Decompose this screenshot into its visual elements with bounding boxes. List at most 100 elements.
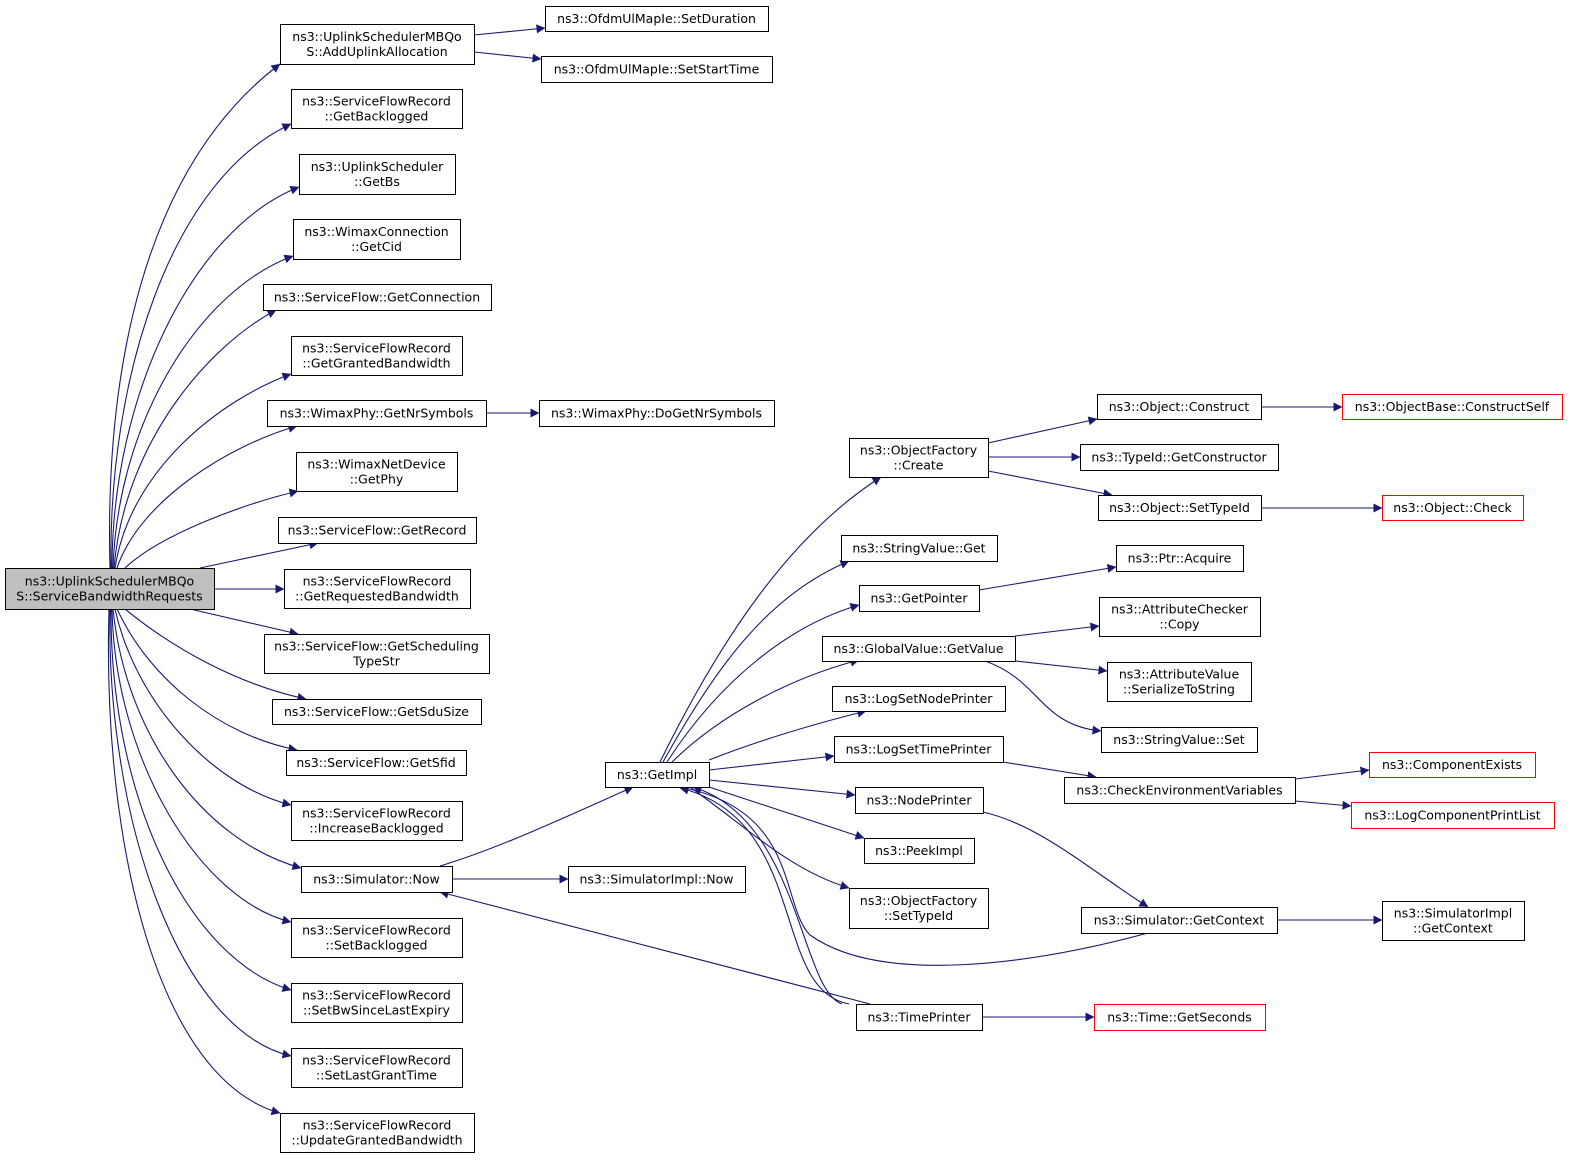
function-node-simGetCtx[interactable]: ns3::Simulator::GetContext bbox=[1081, 907, 1278, 934]
function-node-timeGetSec[interactable]: ns3::Time::GetSeconds bbox=[1094, 1004, 1266, 1031]
function-node-getBacklogged[interactable]: ns3::ServiceFlowRecord::GetBacklogged bbox=[291, 89, 463, 129]
function-node-attrCopy[interactable]: ns3::AttributeChecker::Copy bbox=[1099, 597, 1261, 637]
node-box bbox=[291, 983, 463, 1023]
function-node-addUplink[interactable]: ns3::UplinkSchedulerMBQoS::AddUplinkAllo… bbox=[280, 24, 475, 65]
call-edge-root-to-updateGranted bbox=[107, 608, 281, 1116]
function-node-doGetNrSymbols[interactable]: ns3::WimaxPhy::DoGetNrSymbols bbox=[539, 400, 775, 427]
function-node-updateGranted[interactable]: ns3::ServiceFlowRecord::UpdateGrantedBan… bbox=[280, 1113, 475, 1153]
call-edge-ofCreate-to-objSetTypeId bbox=[987, 470, 1113, 498]
node-label-line: TypeStr bbox=[352, 654, 401, 669]
function-node-objSetTypeId[interactable]: ns3::Object::SetTypeId bbox=[1098, 495, 1262, 521]
function-node-getPointer[interactable]: ns3::GetPointer bbox=[859, 585, 980, 612]
function-node-simImplGetCtx[interactable]: ns3::SimulatorImpl::GetContext bbox=[1382, 901, 1525, 941]
function-node-attrSer[interactable]: ns3::AttributeValue::SerializeToString bbox=[1107, 662, 1252, 702]
function-node-strGet[interactable]: ns3::StringValue::Get bbox=[841, 535, 998, 562]
node-box bbox=[1099, 597, 1261, 637]
call-edge-root-to-addUplink bbox=[109, 63, 281, 569]
function-node-timePrinter[interactable]: ns3::TimePrinter bbox=[856, 1004, 983, 1031]
node-box bbox=[849, 438, 989, 478]
call-edge-getImpl-to-logTime bbox=[708, 752, 835, 771]
node-label-line: ns3::Object::Check bbox=[1393, 500, 1512, 515]
function-node-typeIdCtor[interactable]: ns3::TypeId::GetConstructor bbox=[1080, 444, 1279, 471]
function-node-logNode[interactable]: ns3::LogSetNodePrinter bbox=[832, 686, 1006, 712]
function-node-peekImpl[interactable]: ns3::PeekImpl bbox=[864, 838, 975, 864]
node-label-line: ns3::WimaxPhy::DoGetNrSymbols bbox=[551, 406, 762, 421]
function-node-getNrSymbols[interactable]: ns3::WimaxPhy::GetNrSymbols bbox=[267, 400, 487, 427]
node-box bbox=[822, 636, 1016, 662]
function-node-ptrAcquire[interactable]: ns3::Ptr::Acquire bbox=[1116, 545, 1244, 572]
call-edge-root-to-getSfid bbox=[116, 608, 298, 753]
node-label-line: ns3::ServiceFlowRecord bbox=[302, 94, 451, 109]
node-box bbox=[291, 801, 463, 841]
call-edge-root-to-getGranted bbox=[114, 372, 292, 569]
node-box bbox=[855, 787, 984, 814]
function-node-constructSelf[interactable]: ns3::ObjectBase::ConstructSelf bbox=[1342, 394, 1563, 420]
function-node-getBs[interactable]: ns3::UplinkScheduler::GetBs bbox=[299, 154, 456, 195]
node-label-line: ::IncreaseBacklogged bbox=[309, 821, 443, 836]
node-label-line: ns3::GetImpl bbox=[617, 767, 697, 782]
node-box bbox=[267, 400, 487, 427]
node-box bbox=[864, 838, 975, 864]
node-box bbox=[834, 736, 1004, 763]
node-box bbox=[1101, 727, 1258, 753]
function-node-getGranted[interactable]: ns3::ServiceFlowRecord::GetGrantedBandwi… bbox=[291, 336, 463, 376]
function-node-getPhy[interactable]: ns3::WimaxNetDevice::GetPhy bbox=[296, 452, 458, 492]
node-label-line: ns3::ServiceFlowRecord bbox=[303, 574, 452, 589]
node-box bbox=[1107, 662, 1252, 702]
node-box bbox=[1081, 907, 1278, 934]
function-node-objCheck[interactable]: ns3::Object::Check bbox=[1382, 495, 1524, 521]
call-edge-getImpl-to-ofCreate bbox=[659, 476, 882, 763]
node-box bbox=[541, 56, 773, 83]
node-box bbox=[1116, 545, 1244, 572]
node-label-line: S::AddUplinkAllocation bbox=[306, 44, 447, 59]
function-node-setBwSince[interactable]: ns3::ServiceFlowRecord::SetBwSinceLastEx… bbox=[291, 983, 463, 1023]
function-node-strSet[interactable]: ns3::StringValue::Set bbox=[1101, 727, 1258, 753]
function-node-getSduSize[interactable]: ns3::ServiceFlow::GetSduSize bbox=[272, 699, 482, 725]
call-edge-root-to-getRecord bbox=[199, 540, 319, 569]
function-node-checkEnv[interactable]: ns3::CheckEnvironmentVariables bbox=[1064, 777, 1296, 804]
call-edge-root-to-getSduSize bbox=[124, 608, 307, 702]
function-node-setLastGrant[interactable]: ns3::ServiceFlowRecord::SetLastGrantTime bbox=[291, 1048, 463, 1088]
node-box bbox=[301, 866, 453, 893]
function-node-getConnection[interactable]: ns3::ServiceFlow::GetConnection bbox=[263, 284, 492, 311]
function-node-incBacklogged[interactable]: ns3::ServiceFlowRecord::IncreaseBacklogg… bbox=[291, 801, 463, 841]
node-label-line: ns3::WimaxNetDevice bbox=[307, 457, 446, 472]
node-label-line: ns3::Object::Construct bbox=[1109, 399, 1250, 414]
function-node-logCompPrint[interactable]: ns3::LogComponentPrintList bbox=[1351, 802, 1555, 829]
function-node-simNow[interactable]: ns3::Simulator::Now bbox=[301, 866, 453, 893]
node-box bbox=[1382, 495, 1524, 521]
function-node-setBacklogged[interactable]: ns3::ServiceFlowRecord::SetBacklogged bbox=[291, 918, 463, 958]
function-node-setStartTime[interactable]: ns3::OfdmUlMapIe::SetStartTime bbox=[541, 56, 773, 83]
node-label-line: ns3::OfdmUlMapIe::SetStartTime bbox=[554, 62, 760, 77]
function-node-logTime[interactable]: ns3::LogSetTimePrinter bbox=[834, 736, 1004, 763]
function-node-getRequested[interactable]: ns3::ServiceFlowRecord::GetRequestedBand… bbox=[284, 569, 471, 609]
call-edge-logTime-to-checkEnv bbox=[1002, 761, 1097, 781]
call-edge-getImpl-to-gvGetValue bbox=[671, 657, 860, 763]
function-node-simImplNow[interactable]: ns3::SimulatorImpl::Now bbox=[568, 866, 746, 893]
function-node-getRecord[interactable]: ns3::ServiceFlow::GetRecord bbox=[278, 517, 477, 544]
call-edge-root-to-setLastGrant bbox=[109, 608, 292, 1059]
function-node-setDuration[interactable]: ns3::OfdmUlMapIe::SetDuration bbox=[545, 6, 769, 32]
function-node-root[interactable]: ns3::UplinkSchedulerMBQoS::ServiceBandwi… bbox=[5, 568, 215, 610]
function-node-nodePrinter[interactable]: ns3::NodePrinter bbox=[855, 787, 984, 814]
call-edge-root-to-incBacklogged bbox=[114, 608, 292, 808]
function-node-objConstruct[interactable]: ns3::Object::Construct bbox=[1097, 394, 1262, 420]
node-box bbox=[5, 568, 215, 610]
function-node-compExists[interactable]: ns3::ComponentExists bbox=[1369, 752, 1536, 778]
node-box bbox=[832, 686, 1006, 712]
node-box bbox=[280, 24, 475, 65]
node-label-line: ns3::StringValue::Get bbox=[852, 541, 985, 556]
function-node-ofCreate[interactable]: ns3::ObjectFactory::Create bbox=[849, 438, 989, 478]
call-edge-timePrinter-to-getImpl bbox=[692, 785, 843, 1005]
function-node-gvGetValue[interactable]: ns3::GlobalValue::GetValue bbox=[822, 636, 1016, 662]
function-node-getSfid[interactable]: ns3::ServiceFlow::GetSfid bbox=[286, 750, 467, 776]
function-node-getCid[interactable]: ns3::WimaxConnection::GetCid bbox=[293, 219, 461, 260]
node-label-line: ::UpdateGrantedBandwidth bbox=[291, 1133, 462, 1148]
node-label-line: ns3::AttributeValue bbox=[1119, 667, 1240, 682]
function-node-ofSetTypeId[interactable]: ns3::ObjectFactory::SetTypeId bbox=[849, 888, 989, 929]
node-label-line: ns3::ServiceFlowRecord bbox=[302, 988, 451, 1003]
node-label-line: ::Copy bbox=[1159, 617, 1200, 632]
function-node-getImpl[interactable]: ns3::GetImpl bbox=[605, 762, 710, 788]
